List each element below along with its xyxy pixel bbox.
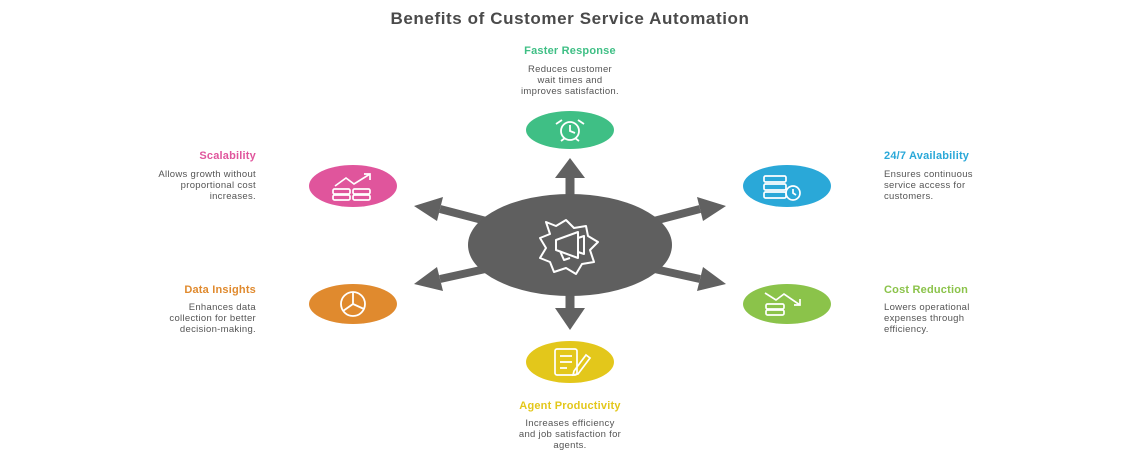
hub-node <box>468 194 672 296</box>
arrow-to-data-insights <box>414 264 491 291</box>
description-line: proportional cost <box>180 180 256 191</box>
description-line: agents. <box>553 440 587 451</box>
cost-reduction-description: Lowers operational expenses through effi… <box>884 302 1054 335</box>
description-line: service access for <box>884 180 966 191</box>
data-insights-description: Enhances data collection for better deci… <box>86 302 256 335</box>
agent-productivity-title: Agent Productivity <box>519 400 621 412</box>
growth-money-icon <box>332 173 371 201</box>
node-data-insights <box>309 284 397 324</box>
megaphone-gear-icon <box>539 219 599 275</box>
server-clock-icon <box>763 175 801 201</box>
description-line: Ensures continuous <box>884 169 973 180</box>
node-scalability <box>309 165 397 207</box>
description-line: Enhances data <box>188 302 256 313</box>
description-line: improves satisfaction. <box>521 86 619 97</box>
diagram-canvas <box>309 111 831 383</box>
description-line: Lowers operational <box>884 302 970 313</box>
description-line: decision-making. <box>179 324 256 335</box>
money-down-icon <box>764 292 801 316</box>
data-insights-title: Data Insights <box>184 284 256 296</box>
clock-gear-icon <box>555 119 585 142</box>
availability-title: 24/7 Availability <box>884 150 970 162</box>
faster-response-title: Faster Response <box>524 45 616 57</box>
pie-chart-icon <box>340 291 366 317</box>
description-line: Reduces customer <box>527 64 612 75</box>
description-line: and job satisfaction for <box>518 429 622 440</box>
checklist-pencil-icon <box>554 348 592 377</box>
cost-reduction-title: Cost Reduction <box>884 284 969 296</box>
faster-response-description: Reduces customer wait times and improves… <box>470 64 670 97</box>
description-line: expenses through <box>884 313 965 324</box>
arrow-to-cost-reduction <box>649 264 726 291</box>
node-availability <box>743 165 831 207</box>
arrow-to-scalability <box>414 197 492 226</box>
availability-description: Ensures continuous service access for cu… <box>884 169 1054 202</box>
scalability-title: Scalability <box>199 150 256 162</box>
description-line: customers. <box>884 191 934 202</box>
node-agent-productivity <box>526 341 614 383</box>
description-line: collection for better <box>169 313 256 324</box>
arrow-to-agent-productivity <box>555 295 585 330</box>
scalability-description: Allows growth without proportional cost … <box>86 169 256 202</box>
description-line: increases. <box>209 191 256 202</box>
diagram-title: Benefits of Customer Service Automation <box>390 9 750 28</box>
agent-productivity-description: Increases efficiency and job satisfactio… <box>460 418 680 451</box>
arrow-to-faster-response <box>555 158 585 195</box>
description-line: Allows growth without <box>158 169 256 180</box>
description-line: Increases efficiency <box>525 418 615 429</box>
description-line: efficiency. <box>884 324 929 335</box>
node-cost-reduction <box>743 284 831 324</box>
node-faster-response <box>526 111 614 149</box>
description-line: wait times and <box>537 75 603 86</box>
arrow-to-availability <box>648 197 726 226</box>
